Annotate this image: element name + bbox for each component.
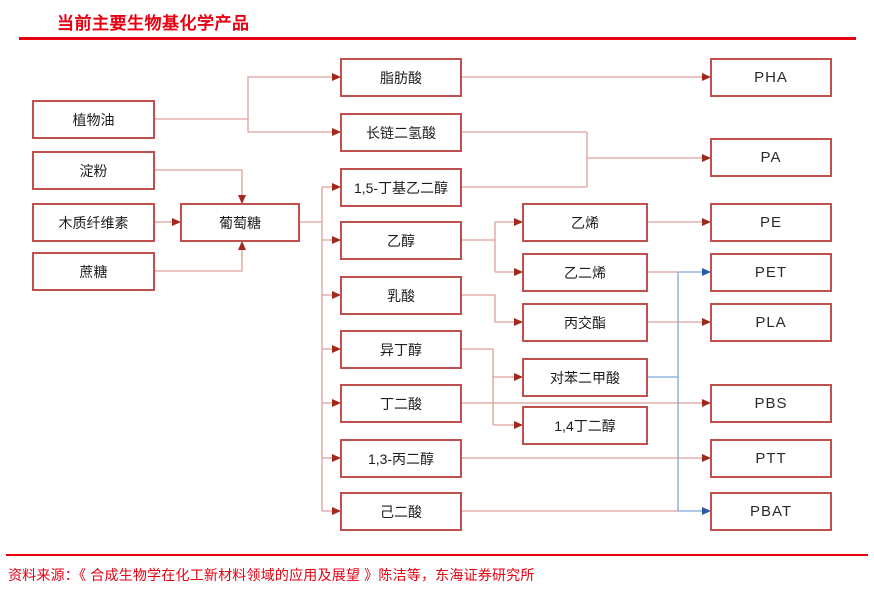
connector-line (155, 169, 246, 204)
figure-title: 当前主要生物基化学产品 (57, 14, 250, 33)
footer-divider (6, 554, 868, 556)
node-lignocellulose: 木质纤维素 (32, 203, 155, 242)
node-lactide: 丙交酯 (522, 303, 648, 342)
node-ethanol: 乙醇 (340, 221, 462, 260)
node-terephthalic-acid: 对苯二甲酸 (522, 358, 648, 397)
node-pa: PA (710, 138, 832, 177)
node-ptt: PTT (710, 439, 832, 478)
node-pla: PLA (710, 303, 832, 342)
connector-line (462, 348, 494, 425)
node-glucose: 葡萄糖 (180, 203, 300, 242)
connector-line (155, 241, 246, 272)
node-ethylene-diene: 乙二烯 (522, 253, 648, 292)
node-ethylene: 乙烯 (522, 203, 648, 242)
node-vegetable-oil: 植物油 (32, 100, 155, 139)
node-adipic-acid: 己二酸 (340, 492, 462, 531)
node-starch: 淀粉 (32, 151, 155, 190)
node-lactic-acid: 乳酸 (340, 276, 462, 315)
node-pe: PE (710, 203, 832, 242)
node-fatty-acid: 脂肪酸 (340, 58, 462, 97)
source-note: 资料来源：《 合成生物学在化工新材料领域的应用及展望 》陈洁等，东海证券研究所 (8, 567, 535, 583)
node-13-propanediol: 1,3-丙二醇 (340, 439, 462, 478)
node-succinic-acid: 丁二酸 (340, 384, 462, 423)
node-sucrose: 蔗糖 (32, 252, 155, 291)
node-pet: PET (710, 253, 832, 292)
connector-line (462, 294, 523, 326)
node-14-butanediol: 1,4丁二醇 (522, 406, 648, 445)
node-pha: PHA (710, 58, 832, 97)
connector-line (155, 73, 341, 120)
node-15-butyl-glycol: 1,5-丁基乙二醇 (340, 168, 462, 207)
node-isobutanol: 异丁醇 (340, 330, 462, 369)
node-pbat: PBAT (710, 492, 832, 531)
node-long-chain-diacid: 长链二氢酸 (340, 113, 462, 152)
title-underline (19, 37, 856, 40)
connector-line (247, 119, 341, 136)
node-pbs: PBS (710, 384, 832, 423)
